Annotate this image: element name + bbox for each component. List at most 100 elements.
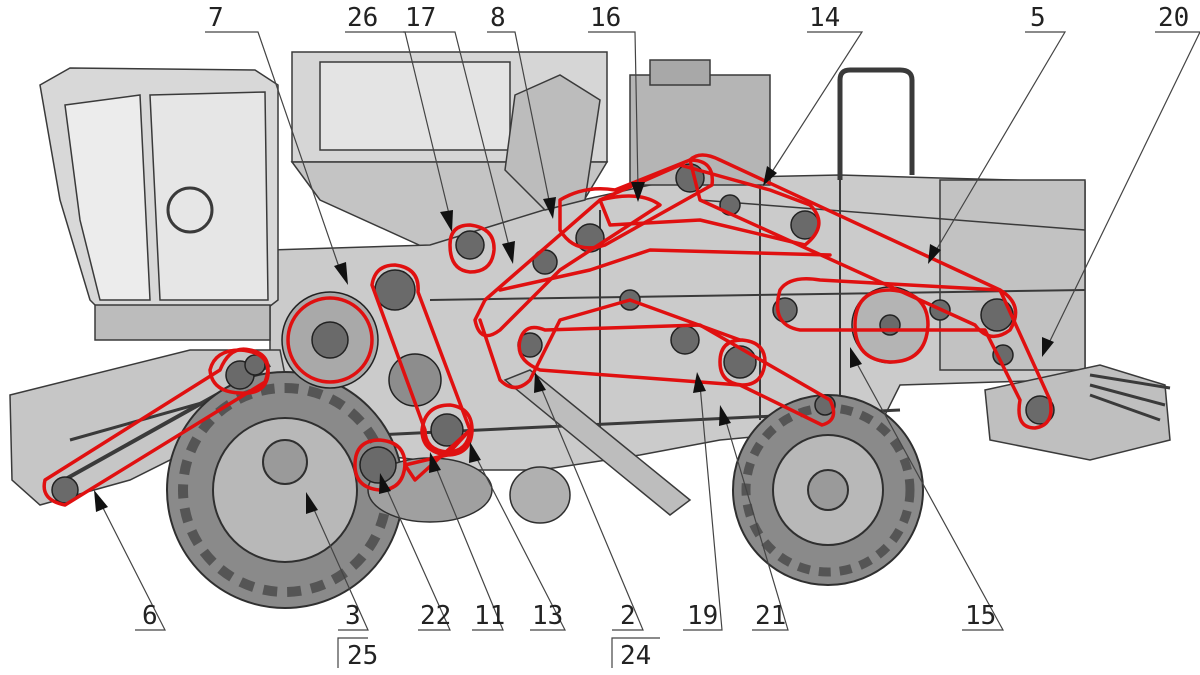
arrowhead-13 xyxy=(469,442,481,463)
leader-lines xyxy=(99,31,1200,668)
arrowhead-21 xyxy=(719,405,731,426)
rear-tine xyxy=(1089,393,1161,422)
belt-26-upper xyxy=(448,223,496,274)
feeder-rod xyxy=(69,393,231,442)
grain-tank-window xyxy=(319,61,511,151)
rear-railing xyxy=(837,67,915,180)
belt-fan xyxy=(853,288,930,364)
callout-26: 26 xyxy=(347,3,378,33)
callout-13: 13 xyxy=(532,601,563,631)
arrowhead-26 xyxy=(440,210,453,232)
callout-24: 24 xyxy=(620,641,651,671)
leader-13 xyxy=(474,454,566,631)
belt-19-long xyxy=(517,323,836,427)
engine-top xyxy=(649,59,711,86)
callout-16: 16 xyxy=(590,3,621,33)
callout-17: 17 xyxy=(405,3,436,33)
cab-window xyxy=(64,94,151,301)
pulley xyxy=(244,354,266,376)
pulley xyxy=(311,321,349,359)
rear-compartment xyxy=(939,179,1086,371)
pulley xyxy=(879,314,901,336)
callout-7: 7 xyxy=(208,3,224,33)
arrowhead-16 xyxy=(631,182,645,202)
rear-attachment xyxy=(984,364,1171,461)
leader-5 xyxy=(934,31,1067,253)
callout-8: 8 xyxy=(490,3,506,33)
pulley xyxy=(430,413,464,447)
leader-21 xyxy=(724,417,789,631)
callout-25: 25 xyxy=(347,641,378,671)
callout-14: 14 xyxy=(809,3,840,33)
pulley xyxy=(723,345,757,379)
pulley xyxy=(359,446,397,484)
rear-tine xyxy=(1089,383,1166,407)
callout-2: 2 xyxy=(620,601,636,631)
frame-beam xyxy=(699,199,1086,231)
leader-25 xyxy=(337,637,368,668)
arrowhead-22 xyxy=(379,473,391,494)
callout-21: 21 xyxy=(755,601,786,631)
arrowhead-2 xyxy=(534,372,546,393)
callout-22: 22 xyxy=(420,601,451,631)
arrowhead-3 xyxy=(306,492,318,514)
pulley xyxy=(1025,395,1055,425)
rear-tine xyxy=(1089,373,1171,390)
callout-5: 5 xyxy=(1030,3,1046,33)
elevator-duct xyxy=(504,74,601,211)
belt-8-upper xyxy=(558,158,715,250)
arrowhead-14 xyxy=(763,166,777,186)
lower-drum-inner xyxy=(509,466,571,524)
belt-14-top xyxy=(688,153,1018,339)
belt-drives xyxy=(42,153,1053,507)
arrowheads xyxy=(94,166,1054,514)
arrowhead-20 xyxy=(1042,337,1054,357)
arrowhead-5 xyxy=(928,244,941,264)
callout-3: 3 xyxy=(345,601,361,631)
callout-19: 19 xyxy=(687,601,718,631)
cab-base xyxy=(94,304,271,341)
pulleys xyxy=(51,163,1055,504)
arrowhead-6 xyxy=(94,490,108,512)
pulley xyxy=(980,298,1014,332)
arrowhead-15 xyxy=(850,347,862,368)
leader-15 xyxy=(854,359,1005,631)
leader-11 xyxy=(434,464,504,631)
arrowhead-17 xyxy=(502,241,515,264)
leader-6 xyxy=(99,501,166,631)
callout-6: 6 xyxy=(142,601,158,631)
leader-3 xyxy=(311,504,369,631)
steering-wheel xyxy=(166,186,214,234)
support-arm xyxy=(503,369,692,516)
leader-17 xyxy=(403,31,511,251)
callout-15: 15 xyxy=(965,601,996,631)
callout-11: 11 xyxy=(474,601,505,631)
belt-24-long xyxy=(498,248,832,292)
leader-19 xyxy=(683,384,723,631)
arrowhead-8 xyxy=(543,197,556,219)
arrowhead-11 xyxy=(429,452,441,473)
leader-20 xyxy=(1047,31,1200,346)
callout-20: 20 xyxy=(1158,3,1189,33)
frame-beam xyxy=(429,289,1086,301)
leader-22 xyxy=(384,484,451,631)
belt-5-right xyxy=(775,277,1053,430)
arrowhead-7 xyxy=(334,262,348,285)
rear-hub xyxy=(807,469,849,511)
belt-17-cross xyxy=(473,194,662,338)
machine-drawing xyxy=(9,51,1171,516)
leader-16 xyxy=(588,31,639,189)
callout-labels: 7 26 17 8 16 14 5 20 6 3 25 22 11 13 2 2… xyxy=(142,3,1189,671)
pulley xyxy=(374,269,416,311)
leader-24 xyxy=(611,637,660,668)
arrowhead-19 xyxy=(693,372,706,393)
leader-7 xyxy=(205,31,341,271)
pulley xyxy=(670,325,700,355)
belt-small-feeder xyxy=(208,348,270,395)
front-hub xyxy=(262,439,308,485)
leader-14 xyxy=(769,31,864,176)
cab-door-window xyxy=(149,91,269,301)
leader-2 xyxy=(539,384,644,631)
